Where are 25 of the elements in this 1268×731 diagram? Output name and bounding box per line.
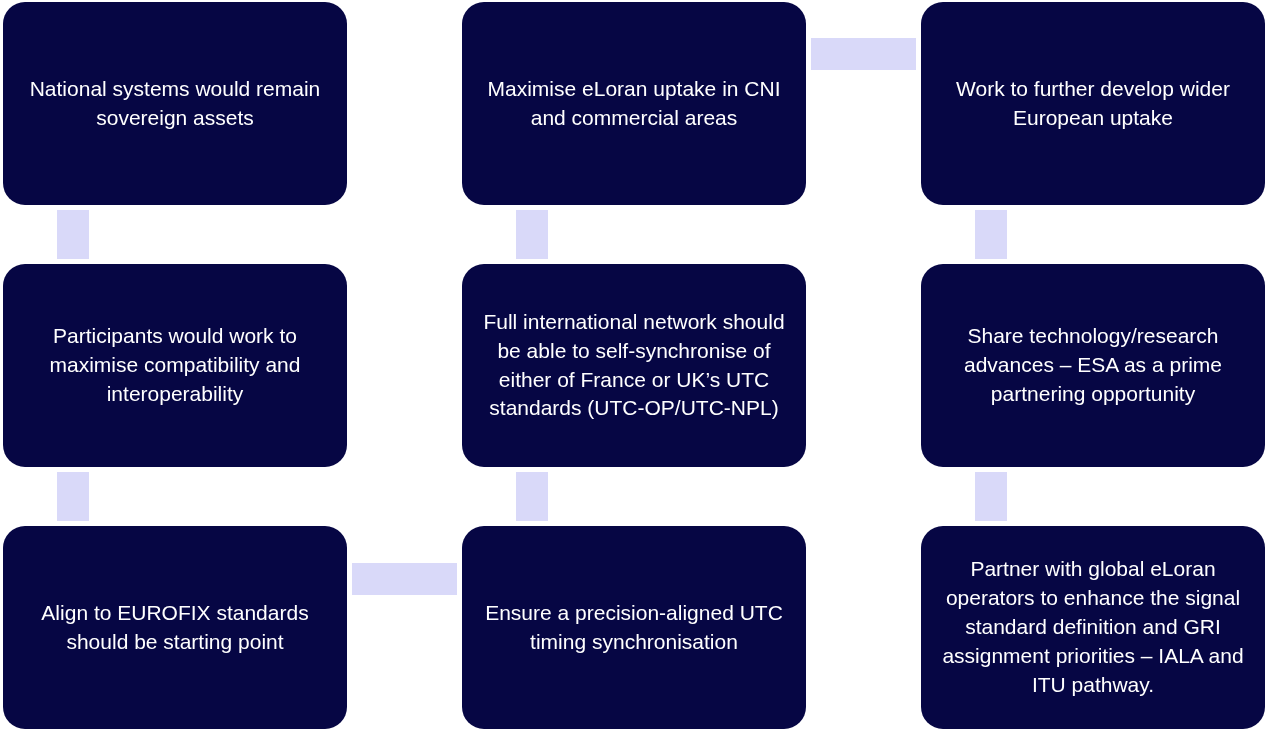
box-text: Align to EUROFIX standards should be starting point (40, 599, 310, 655)
box-text: Full international network should be able to self-synchronise of either of France or UK’s UTC standards (UTC-OP/UTC-NPL) (482, 308, 786, 422)
connector-bar (57, 210, 89, 259)
process-box (921, 264, 1265, 467)
process-box (3, 526, 347, 729)
process-box (921, 526, 1265, 729)
box-text: Partner with global eLoran operators to enhance the signal standard definition and GRI assignment priorities – IALA and ITU pathway. (941, 556, 1245, 698)
connector-bar (516, 472, 548, 521)
box-text: Ensure a precision-aligned UTC timing synchronisation (484, 599, 784, 655)
box-text: Participants would work to maximise compatibility and interoperability (48, 323, 302, 407)
box-text: Share technology/research advances – ESA as a prime partnering opportunity (963, 323, 1223, 407)
connector-bar (57, 472, 89, 521)
box-text: Maximise eLoran uptake in CNI and commercial areas (486, 75, 782, 131)
process-box (3, 264, 347, 467)
connector-bar (811, 38, 916, 70)
box-text: National systems would remain sovereign assets (28, 75, 322, 131)
process-box (921, 2, 1265, 205)
process-box (3, 2, 347, 205)
connector-bar (516, 210, 548, 259)
connector-bar (352, 563, 457, 595)
process-box (462, 526, 806, 729)
connector-bar (975, 210, 1007, 259)
box-text: Work to further develop wider European uptake (955, 75, 1231, 131)
process-box (462, 2, 806, 205)
process-box (462, 264, 806, 467)
